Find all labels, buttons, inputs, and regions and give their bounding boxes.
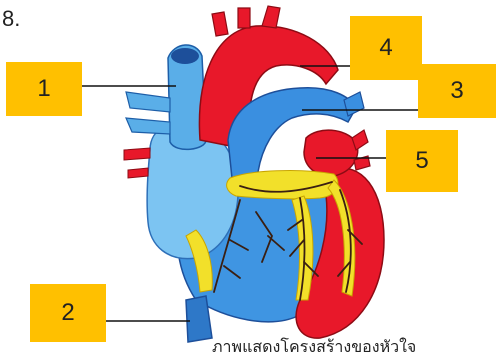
label-5: 5 [415, 147, 428, 175]
label-2: 2 [61, 299, 74, 327]
label-4: 4 [379, 34, 392, 62]
diagram-caption: ภาพแสดงโครงสร้างของหัวใจ [212, 335, 416, 360]
label-5-box: 5 [386, 130, 458, 192]
left-branch-veins [126, 92, 170, 134]
label-4-box: 4 [350, 16, 422, 80]
label-1: 1 [37, 75, 50, 103]
label-2-box: 2 [30, 284, 106, 342]
label-1-box: 1 [6, 62, 82, 116]
left-red-vessels [124, 148, 150, 178]
pulmonary-branch [344, 92, 364, 116]
vena-cava-opening [171, 48, 199, 64]
label-3: 3 [450, 77, 463, 105]
label-3-box: 3 [418, 64, 496, 118]
